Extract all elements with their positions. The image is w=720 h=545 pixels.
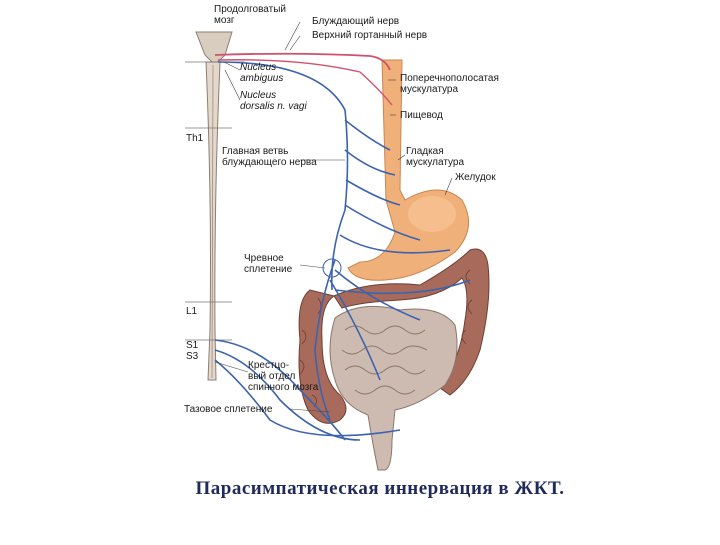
label-medulla-l1: Продолговатый: [214, 4, 286, 15]
label-sacral-cord: Крестцо- вый отдел спинного мозга: [248, 360, 319, 393]
esophagus-stomach: [347, 59, 470, 281]
label-striated-muscle: Поперечнополосатая мускулатура: [400, 73, 499, 95]
label-s1: S1: [186, 340, 199, 351]
label-nucleus-dorsalis: Nucleus dorsalis n. vagi: [240, 90, 307, 112]
label-celiac-plexus: Чревное сплетение: [244, 253, 293, 275]
label-main-branch: Главная ветвь блуждающего нерва: [222, 146, 317, 168]
small-intestine: [329, 305, 458, 471]
label-nucleus-ambiguus: Nucleus ambiguus: [240, 62, 284, 84]
leader-lines: [214, 21, 453, 413]
label-smooth-muscle: Гладкая мускулатура: [406, 146, 465, 168]
vagus-nerve-blue: [214, 61, 471, 441]
label-l1: L1: [186, 306, 198, 317]
label-th1: Th1: [186, 133, 204, 144]
label-stomach: Желудок: [455, 172, 496, 183]
spinal-cord: [185, 31, 245, 381]
label-vagus-nerve: Блуждающий нерв: [312, 16, 400, 27]
label-pelvic-plexus: Тазовое сплетение: [184, 404, 273, 415]
label-esophagus: Пищевод: [400, 110, 443, 121]
label-medulla-l2: мозг: [214, 15, 235, 26]
figure-caption: Парасимпатическая иннервация в ЖКТ.: [195, 478, 565, 499]
label-superior-laryngeal: Верхний гортанный нерв: [312, 30, 428, 41]
vagus-nerve-red: [214, 52, 393, 106]
label-s3: S3: [186, 351, 199, 362]
